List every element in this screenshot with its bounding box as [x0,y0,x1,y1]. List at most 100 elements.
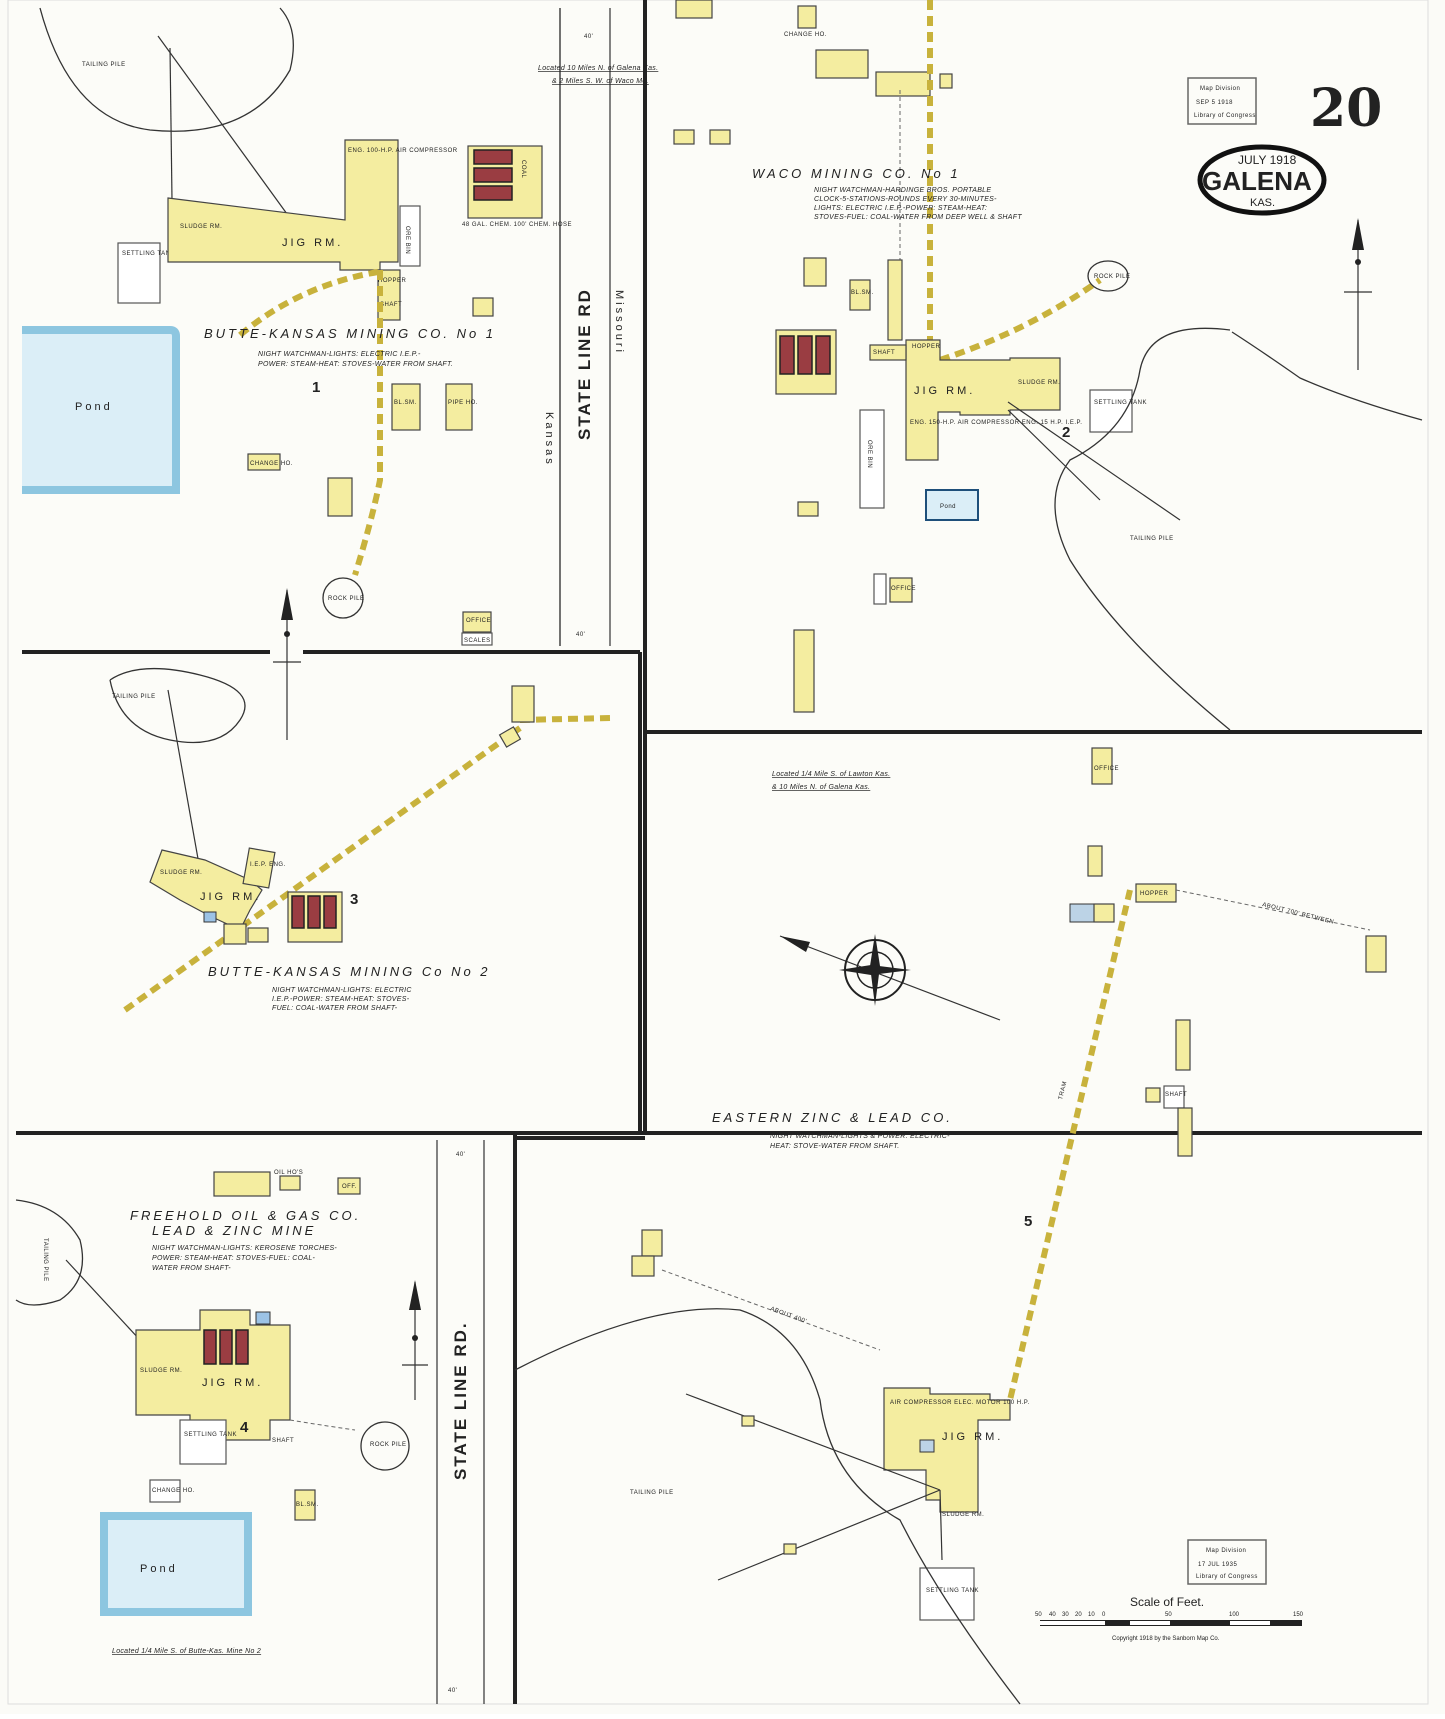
missouri-label: Missouri [613,290,625,355]
tram-1b [238,269,379,338]
butte2-number: 3 [350,891,358,908]
freehold-name-1: FREEHOLD OIL & GAS CO. [130,1208,361,1223]
freehold-tailing-label: TAILING PILE [42,1238,48,1282]
waco-bl-sm [849,279,871,311]
eastern-marker-b [783,1543,797,1555]
waco-location-2: & 2 Miles S. W. of Waco Mo. [552,78,649,85]
settling-tank-1-label: SETTLING TANK [122,251,175,257]
freehold-boiler-b [219,1329,233,1365]
eastern-shaft-top [1135,883,1177,903]
butte2-jig-room [149,849,263,931]
butte2-small-blue [203,911,217,923]
stamp-bottom-line1: Map Division [1206,1548,1246,1554]
waco-change-ho [797,5,817,29]
stamp-bottom-line3: Library of Congress [1196,1574,1258,1580]
dim-40-bottom-b: 40' [448,1688,457,1694]
bl-sm-1 [391,383,421,431]
freehold-rock-pile [360,1421,410,1471]
butte2-boiler-a [291,895,305,929]
waco-name: WACO MINING CO. No 1 [752,166,961,181]
butte1-note-1: NIGHT WATCHMAN-LIGHTS: ELECTRIC I.E.P.- [258,351,421,358]
freehold-rock-pile-label: ROCK PILE [370,1442,407,1448]
pipe-ho-1 [445,383,473,431]
freehold-note-3: WATER FROM SHAFT- [152,1265,231,1272]
boiler-1c [473,185,513,201]
eastern-sludge-label: SLUDGE RM. [942,1512,984,1518]
waco-tailing-upper [1231,331,1423,421]
waco-ore-bin-label: ORE BIN [866,440,872,468]
waco-tram-rock [939,277,1102,363]
scale-tick-label: 150 [1293,1612,1304,1618]
eastern-400-line [661,1269,881,1351]
eastern-small-blue [919,1439,935,1453]
scale-title: Scale of Feet. [1130,1595,1204,1609]
waco-oil-ho [797,501,819,517]
waco-location-1: Located 10 Miles N. of Galena Kas. [538,65,658,72]
freehold-location: Located 1/4 Mile S. of Butte-Kas. Mine N… [112,1648,261,1655]
section-butte-kansas-2: TAILING PILE SLUDGE RM. JIG RM. I.E.P. E… [109,667,611,1013]
waco-settling-tank-label: SETTLING TANK [1094,400,1147,406]
eastern-name: EASTERN ZINC & LEAD CO. [712,1110,953,1125]
freehold-pond [100,1512,252,1616]
bl-sm-1-label: BL.SM. [394,400,417,406]
chem-1-label: 48 GAL. CHEM. 100' CHEM. HOSE [462,222,572,228]
scale-tick-label: 10 [1088,1612,1095,1618]
eastern-jig-label: JIG RM. [942,1431,1003,1443]
ore-bin-1 [399,205,421,267]
stamp-top-line1: Map Division [1200,86,1240,92]
freehold-settling-tank-label: SETTLING TANK [184,1432,237,1438]
freehold-change-label: CHANGE HO. [152,1488,195,1494]
eastern-office [1091,747,1113,785]
eastern-700-line [1175,889,1371,931]
waco-small-a [673,129,695,145]
bottom-stamp: Map Division 17 JUL 1935 Library of Cong… [1187,1539,1267,1585]
butte2-tram [123,725,522,1013]
waco-rock-pile-label: ROCK PILE [1094,274,1131,280]
waco-tailing-outline [1054,327,1231,731]
copyright: Copyright 1918 by the Sanborn Map Co. [1112,1636,1220,1642]
state-line-road-top: STATE LINE RD Kansas Missouri 40' 40' [543,8,625,646]
freehold-pond-label: Pond [140,1563,178,1575]
hopper-1-label: HOPPER [378,278,407,284]
waco-note-1: NIGHT WATCHMAN-HARDINGE BROS. PORTABLE [814,187,991,194]
eastern-compressor-label: AIR COMPRESSOR ELEC. MOTOR 100 H.P. [890,1400,1030,1406]
waco-bl-sm-label: BL.SM. [851,290,874,296]
eastern-note-2: HEAT: STOVE-WATER FROM SHAFT. [770,1143,900,1150]
waco-tailing-label: TAILING PILE [1130,536,1174,542]
waco-hopper-label: HOPPER [912,344,941,350]
pond-1 [22,326,180,494]
butte2-note-3: FUEL: COAL-WATER FROM SHAFT- [272,1005,398,1012]
butte2-iep-label: I.E.P. ENG. [250,862,286,868]
freehold-sludge-label: SLUDGE RM. [140,1368,182,1374]
scale-tick-label: 50 [1035,1612,1042,1618]
dim-40-top-b: 40' [576,632,585,638]
engine-1-label: ENG. 100-H.P. AIR COMPRESSOR [348,148,458,154]
shaft-1b [327,477,353,517]
section-butte-kansas-1: TAILING PILE Pond SETTLING TANK SLUDGE R… [22,7,572,646]
eastern-tall-bldg [1175,1019,1191,1071]
dim-40-bottom-a: 40' [456,1152,465,1158]
waco-note-4: STOVES-FUEL: COAL-WATER FROM DEEP WELL &… [814,214,1022,221]
waco-rock-pile [1087,260,1129,292]
freehold-name-2: LEAD & ZINC MINE [152,1223,316,1238]
waco-change-ho-2 [803,257,827,287]
waco-tower [887,259,903,341]
kansas-label: Kansas [543,412,555,467]
freehold-change-ho [149,1479,181,1503]
waco-pond-label: Pond [940,504,956,510]
waco-bldg-top [675,0,713,19]
scale-tick-label: 40 [1049,1612,1056,1618]
eastern-far-bldg [1365,935,1387,973]
jig-room-1 [167,139,399,271]
road-label-bottom: STATE LINE RD. [451,1321,470,1480]
ore-bin-1-label: ORE BIN [404,226,410,254]
butte2-sludge-label: SLUDGE RM. [160,870,202,876]
waco-shaft-label: SHAFT [873,350,895,356]
waco-hopper-top [875,71,931,97]
butte2-shaft-top [511,685,535,723]
eastern-tall-bldg-2 [1177,1107,1193,1157]
butte2-hopper [223,923,247,945]
